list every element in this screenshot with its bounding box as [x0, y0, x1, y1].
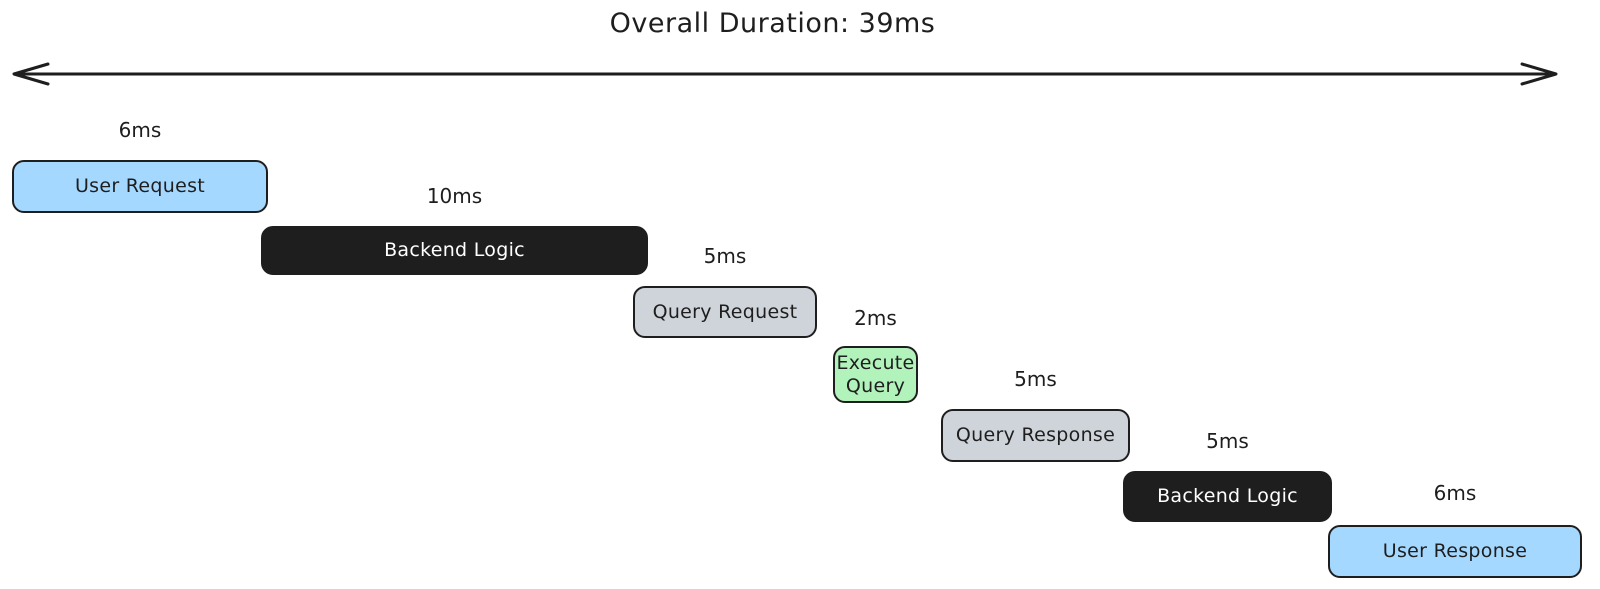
step-label: Backend Logic [1157, 485, 1298, 508]
step-label: Execute Query [836, 351, 915, 397]
step-label: User Response [1382, 540, 1528, 563]
duration-label-query-request: 5ms [703, 244, 747, 268]
step-label: Query Request [652, 300, 798, 323]
diagram-title: Overall Duration: 39ms [609, 8, 936, 39]
duration-label-execute-query: 2ms [854, 306, 897, 330]
step-box-user-response: User Response [1328, 525, 1582, 578]
step-label: Query Response [955, 424, 1116, 447]
duration-label-query-response: 5ms [1014, 367, 1057, 391]
double-headed-arrow-icon [12, 62, 1558, 86]
step-label: User Request [74, 175, 206, 198]
step-label: Backend Logic [384, 239, 525, 262]
duration-label-user-request: 6ms [118, 118, 162, 142]
step-box-backend-logic-1: Backend Logic [261, 226, 648, 275]
step-box-user-request: User Request [12, 160, 268, 213]
duration-label-backend-logic-1: 10ms [426, 184, 483, 208]
duration-label-backend-logic-2: 5ms [1206, 429, 1249, 453]
step-box-query-request: Query Request [633, 286, 817, 338]
step-box-query-response: Query Response [941, 409, 1130, 462]
step-box-backend-logic-2: Backend Logic [1123, 471, 1332, 522]
duration-label-user-response: 6ms [1433, 481, 1477, 505]
step-box-execute-query: Execute Query [833, 346, 918, 403]
